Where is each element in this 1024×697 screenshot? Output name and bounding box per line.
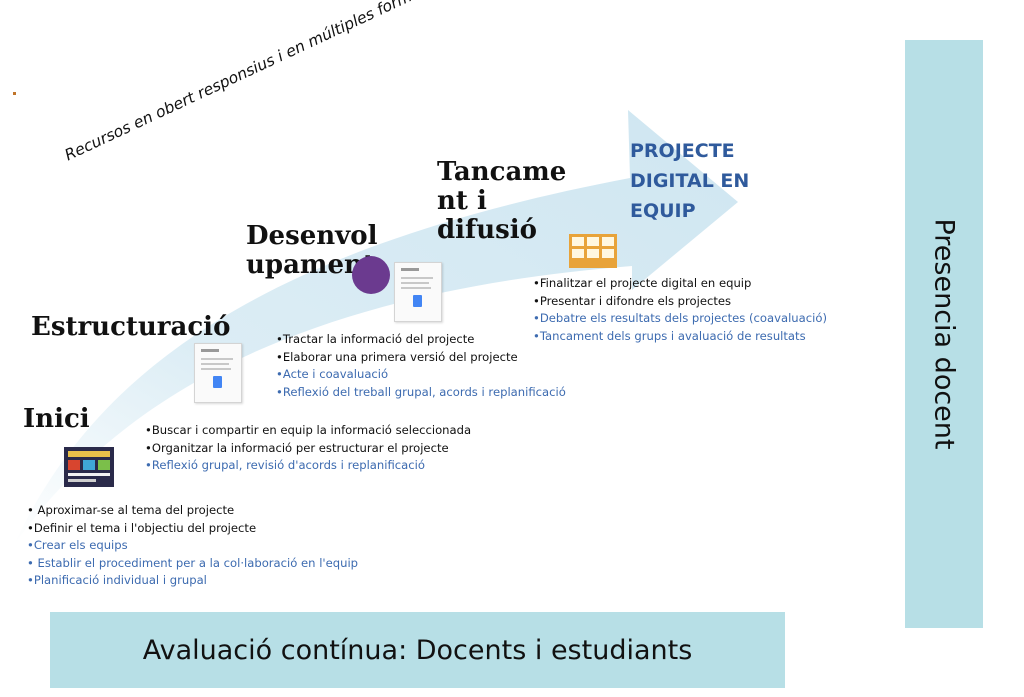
stage-title-line: difusió [437,215,538,246]
goal-line-2: DIGITAL EN [630,170,750,192]
list-item: •Crear els equips [27,538,128,552]
list-item: •Elaborar una primera versió del project… [276,349,518,364]
list-item: •Organitzar la informació per estructura… [145,440,449,455]
list-item: •Reflexió grupal, revisió d'acords i rep… [145,458,425,472]
side-panel-label: Presencia docent [928,218,960,450]
list-item: •Buscar i compartir en equip la informac… [145,423,472,437]
stage-title-inici: Inici [23,404,90,434]
document-thumbnail [394,262,442,322]
list-item: • Establir el procediment per a la col·l… [27,555,359,570]
tancament-items: •Finalitzar el projecte digital en equip… [533,275,827,345]
book-cover-image [64,447,114,487]
list-item: •Tractar la informació del projecte [276,332,475,346]
inici-items: • Aproximar-se al tema del projecte •Def… [27,502,358,590]
purple-circle [352,256,390,294]
stage-title-line: Tancame [437,157,567,187]
desenvolupament-items: •Tractar la informació del projecte •Ela… [276,331,566,401]
side-panel: Presencia docent [905,40,983,628]
stage-title-line: Desenvol [246,221,378,251]
document-icon [213,376,222,388]
list-item: •Definir el tema i l'objectiu del projec… [27,520,257,535]
bottom-banner: Avaluació contínua: Docents i estudiants [50,612,785,688]
stage-title-line: nt i [437,186,487,217]
arrow-body [14,110,738,545]
stage-title-tancament: Tancame nt i difusió [437,157,567,246]
list-item: •Debatre els resultats dels projectes (c… [533,311,827,325]
list-item: • Aproximar-se al tema del projecte [27,503,235,517]
list-item: •Reflexió del treball grupal, acords i r… [276,384,566,399]
goal-line-3: EQUIP [630,200,696,222]
document-icon [413,295,422,307]
decor-dot [13,92,16,95]
estructuracio-items: •Buscar i compartir en equip la informac… [145,422,471,475]
goal-title: PROJECTE DIGITAL EN EQUIP [630,136,780,226]
document-thumbnail [194,343,242,403]
sticky-notes-image [569,234,617,268]
list-item: •Finalitzar el projecte digital en equip [533,276,752,290]
list-item: •Presentar i difondre els projectes [533,293,732,308]
list-item: •Acte i coavaluació [276,367,389,381]
stage-title-estructuracio: Estructuració [31,312,231,342]
bottom-banner-label: Avaluació contínua: Docents i estudiants [142,634,693,666]
list-item: •Tancament dels grups i avaluació de res… [533,328,806,343]
list-item: •Planificació individual i grupal [27,573,207,587]
goal-line-1: PROJECTE [630,140,735,162]
